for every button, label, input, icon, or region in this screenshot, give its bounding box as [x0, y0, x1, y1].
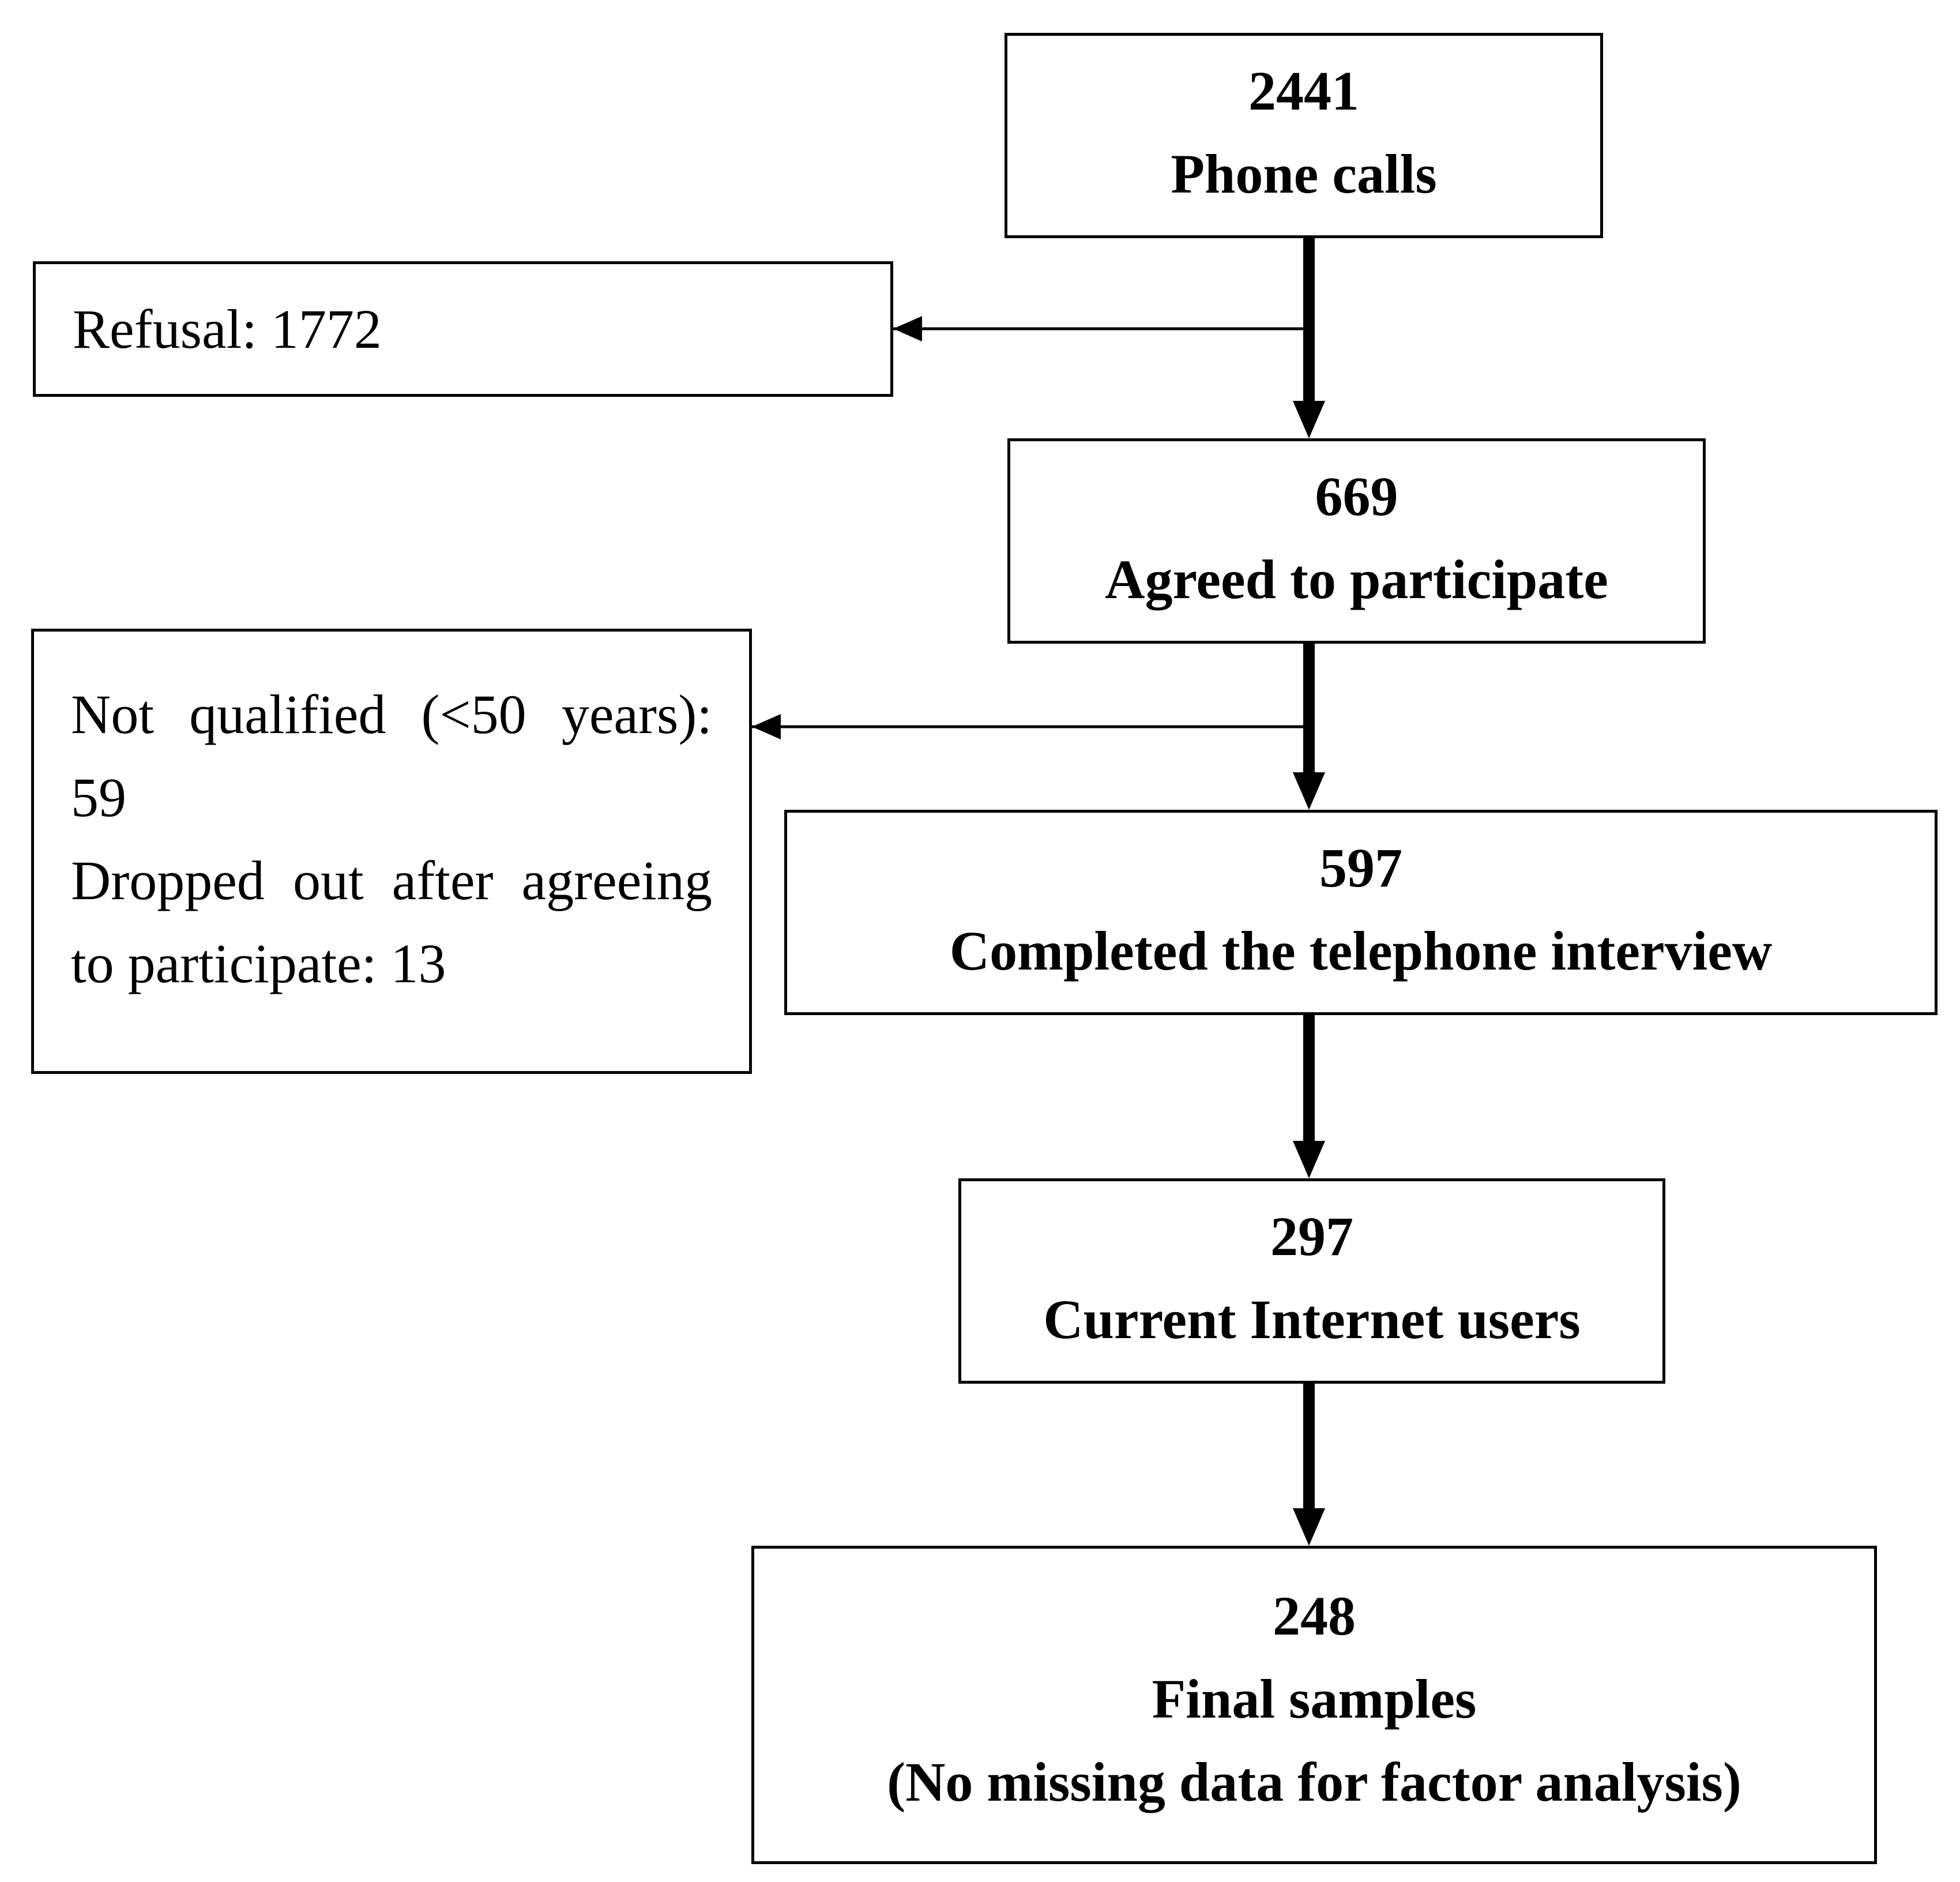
step-label: Phone calls — [1171, 143, 1437, 205]
exclusion-refusal: Refusal: 1772 — [33, 261, 893, 397]
dropped-line-1: Dropped out after agreeing — [71, 850, 712, 911]
not-qualified-line-1: Not qualified (<50 years): — [71, 683, 712, 745]
dropped-line-2: to participate: 13 — [71, 933, 446, 994]
arrowhead-final — [1293, 1508, 1325, 1546]
step-final-samples: 248 Final samples (No missing data for f… — [751, 1546, 1877, 1864]
step-phone-calls: 2441 Phone calls — [1005, 33, 1603, 238]
arrowhead-internet — [1293, 1141, 1325, 1178]
step-label: Agreed to participate — [1105, 549, 1608, 610]
not-qualified-line-2: 59 — [71, 767, 126, 828]
step-label: Completed the telephone interview — [949, 920, 1773, 982]
exclusion-not-qualified-dropped: Not qualified (<50 years): 59 Dropped ou… — [31, 629, 752, 1074]
step-completed-interview: 597 Completed the telephone interview — [784, 810, 1938, 1015]
step-count: 297 — [1270, 1205, 1353, 1267]
step-count: 248 — [1273, 1585, 1356, 1647]
step-count: 2441 — [1248, 60, 1359, 122]
step-count: 597 — [1319, 837, 1402, 899]
arrowhead-agreed — [1293, 401, 1325, 438]
step-agreed: 669 Agreed to participate — [1007, 438, 1706, 644]
step-label: Current Internet users — [1043, 1289, 1581, 1350]
step-note: (No missing data for factor analysis) — [887, 1751, 1741, 1813]
step-label: Final samples — [1152, 1668, 1477, 1730]
step-internet-users: 297 Current Internet users — [958, 1178, 1665, 1384]
refusal-text: Refusal: 1772 — [73, 298, 382, 360]
arrowhead-complete — [1293, 772, 1325, 810]
step-count: 669 — [1315, 465, 1398, 527]
